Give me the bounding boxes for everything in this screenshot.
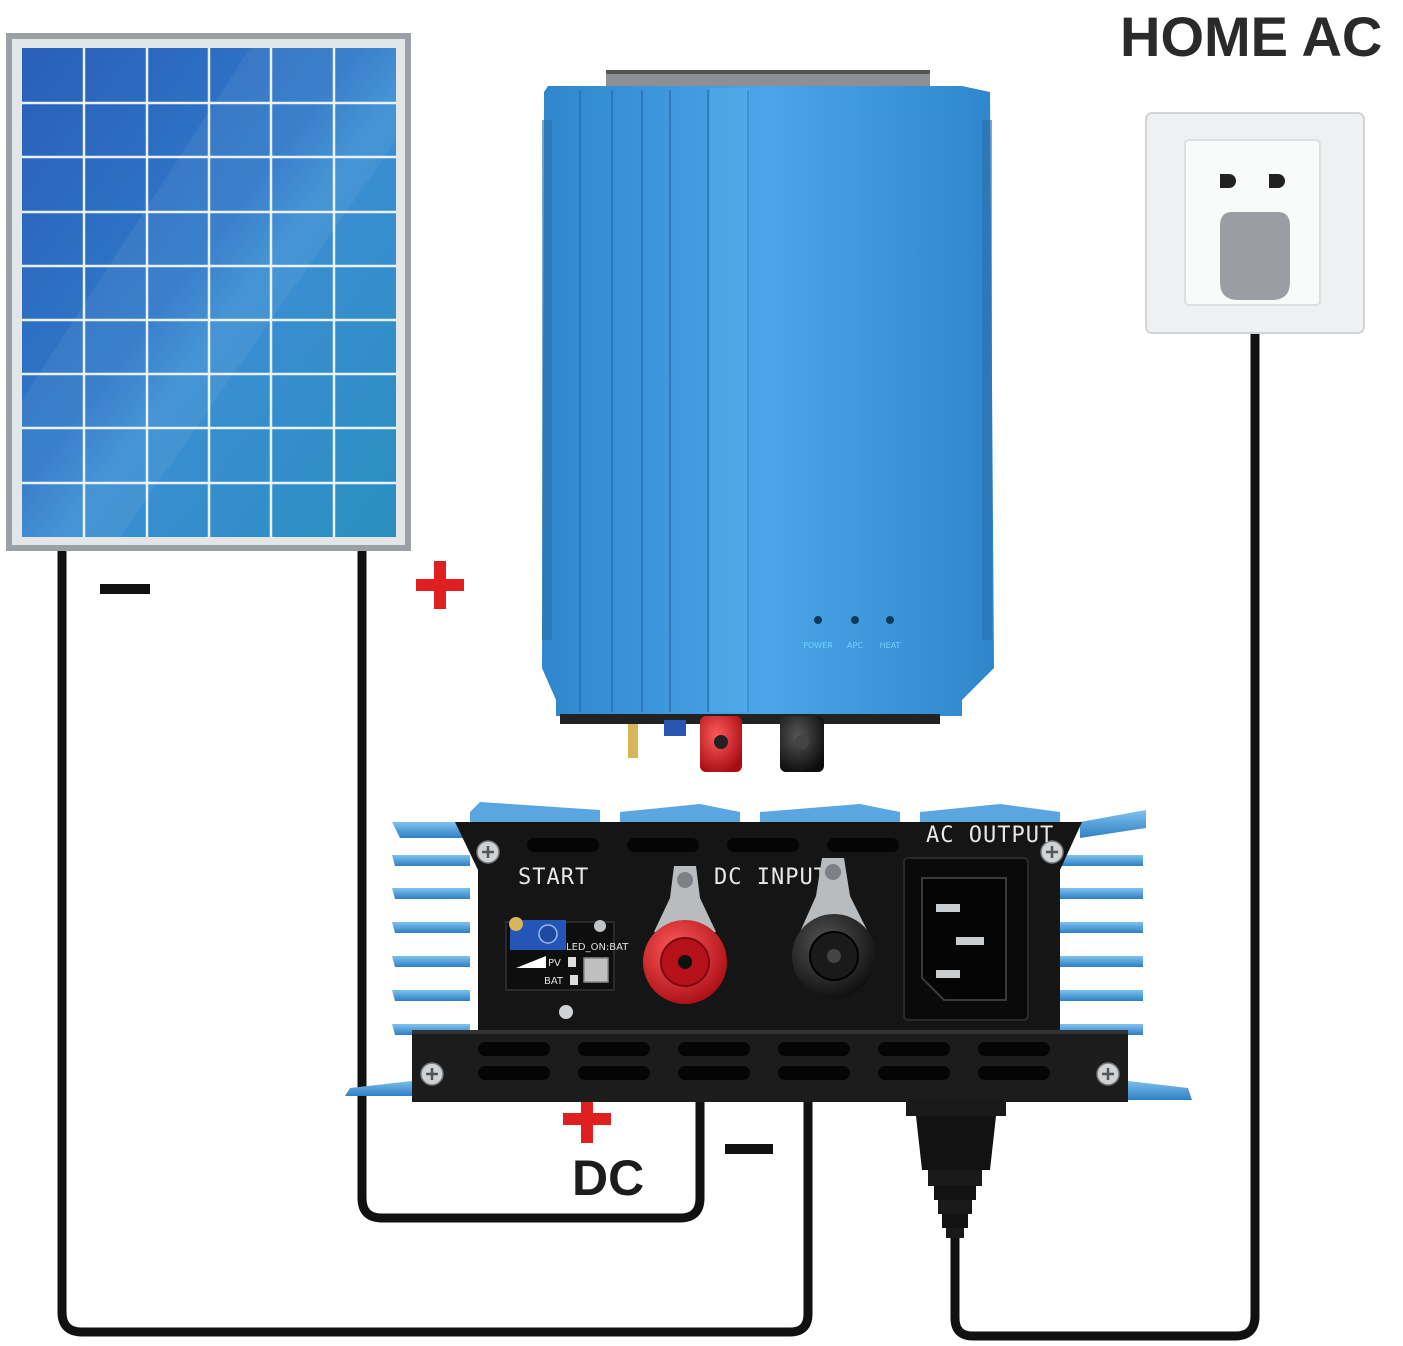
front-brass-pin [628,724,638,758]
wiring [57,293,1260,1341]
power-led-label: POWER [803,641,833,650]
heat-led-label: HEAT [880,641,901,650]
ac-output-socket [903,857,1029,1021]
inverter-front-view: POWER APC HEAT [542,70,994,772]
start-switch-board: LED_ON:BAT PV BAT [505,917,629,991]
ac-plug-connector [906,1098,1006,1238]
start-label: START [518,865,589,890]
dc-label: DC [572,1150,644,1206]
heat-led [886,616,894,624]
dc-positive-mark [563,1095,611,1143]
front-adjust-knob [664,720,686,736]
start-button[interactable] [583,957,609,983]
front-indicator-leds: POWER APC HEAT [803,616,901,650]
pv-label: PV [548,958,561,969]
screw-icon [475,839,501,865]
apc-led-label: APC [847,641,863,650]
dc-negative-terminal [792,858,876,998]
panel-positive-mark [416,561,464,609]
screw-icon [1095,1061,1121,1087]
dc-positive-terminal [643,866,727,1004]
plug-icon [1220,212,1290,300]
apc-led [851,616,859,624]
home-ac-title: HOME AC [1120,5,1382,68]
ac-output-label: AC OUTPUT [926,823,1054,848]
led-on-bat-label: LED_ON:BAT [566,942,629,953]
front-negative-terminal [780,716,824,772]
ac-cord [950,293,1260,1341]
front-positive-terminal [700,716,742,772]
inverter-panel-view: START DC INPUT AC OUTPUT LED_ON:BAT PV B… [345,802,1192,1102]
solar-panel-icon [6,33,411,551]
bat-label: BAT [544,976,564,987]
positive-wire [357,547,705,1223]
panel-negative-mark [100,584,150,594]
dc-negative-mark [725,1144,773,1154]
screw-icon [419,1061,445,1087]
negative-wire [57,547,813,1337]
dc-input-label: DC INPUT [714,865,828,890]
power-led [814,616,822,624]
screw-icon [559,1005,573,1019]
